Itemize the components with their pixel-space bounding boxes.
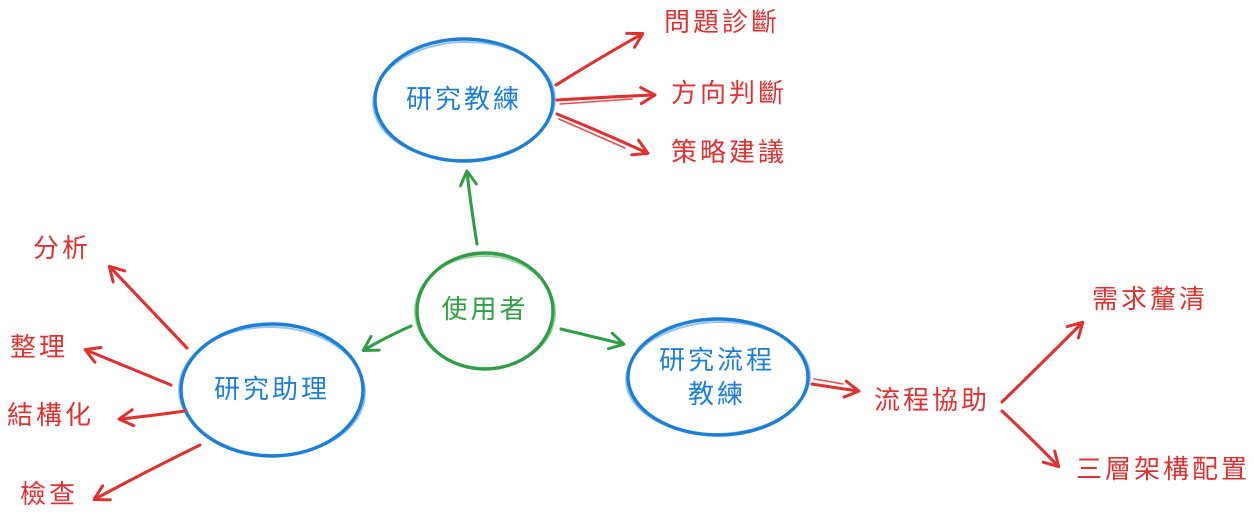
label-process-assist[interactable]: 流程協助 <box>874 386 990 416</box>
label-strategy-advice[interactable]: 策略建議 <box>671 138 787 168</box>
arrow-assistant-to-analysis[interactable] <box>107 264 189 350</box>
arrow-assistant-to-check[interactable] <box>92 443 202 502</box>
arrow-process-coach-to-process-assist[interactable] <box>810 379 861 399</box>
research-assistant-ellipse[interactable] <box>179 322 365 458</box>
research-assistant-label[interactable]: 研究助理 <box>214 375 330 405</box>
user-ellipse-sketch-stroke <box>414 254 556 370</box>
arrow-process-assist-to-needs-clarification[interactable] <box>1000 320 1085 404</box>
label-structuring[interactable]: 結構化 <box>7 401 94 431</box>
user-label[interactable]: 使用者 <box>441 295 528 325</box>
process-coach-ellipse-sketch-stroke <box>625 320 811 436</box>
label-organize[interactable]: 整理 <box>10 333 68 363</box>
label-problem-diagnosis[interactable]: 問題診斷 <box>664 8 780 38</box>
arrow-assistant-to-structuring[interactable] <box>117 408 187 428</box>
arrow-process-assist-to-three-layer-config[interactable] <box>1000 409 1061 469</box>
arrow-process-coach-to-process-assist-sketch <box>813 378 844 385</box>
label-three-layer-config[interactable]: 三層架構配置 <box>1076 455 1250 485</box>
research-coach-ellipse-sketch-stroke <box>372 40 556 162</box>
process-coach-ellipse[interactable] <box>626 317 810 437</box>
node-user[interactable]: 使用者 <box>413 251 557 371</box>
research-coach-ellipse[interactable] <box>373 37 555 163</box>
research-assistant-ellipse-sketch-stroke <box>178 325 366 457</box>
node-research-coach[interactable]: 研究教練 <box>371 37 557 163</box>
label-check[interactable]: 檢查 <box>20 480 78 510</box>
arrow-coach-to-strategy-advice-sketch <box>558 118 626 149</box>
node-process-coach[interactable]: 研究流程 教練 <box>624 317 812 437</box>
arrow-user-to-research-assistant[interactable] <box>361 324 413 353</box>
label-needs-clarification[interactable]: 需求釐清 <box>1092 285 1208 315</box>
arrow-coach-to-direction-judgment-sketch <box>559 98 633 105</box>
arrow-coach-to-direction-judgment[interactable] <box>555 86 657 106</box>
node-research-assistant[interactable]: 研究助理 <box>177 322 367 458</box>
arrow-assistant-to-organize[interactable] <box>83 346 173 387</box>
label-analysis[interactable]: 分析 <box>33 234 91 264</box>
arrow-user-to-process-coach[interactable] <box>559 327 626 351</box>
process-coach-label-line2[interactable]: 教練 <box>688 380 746 410</box>
arrow-coach-to-problem-diagnosis[interactable] <box>554 31 645 87</box>
label-direction-judgment[interactable]: 方向判斷 <box>671 79 787 109</box>
research-coach-label[interactable]: 研究教練 <box>406 85 522 115</box>
user-ellipse[interactable] <box>415 251 555 371</box>
arrow-coach-to-strategy-advice[interactable] <box>555 112 650 157</box>
process-coach-label-line1[interactable]: 研究流程 <box>659 346 775 376</box>
arrow-user-to-research-coach[interactable] <box>459 169 479 246</box>
